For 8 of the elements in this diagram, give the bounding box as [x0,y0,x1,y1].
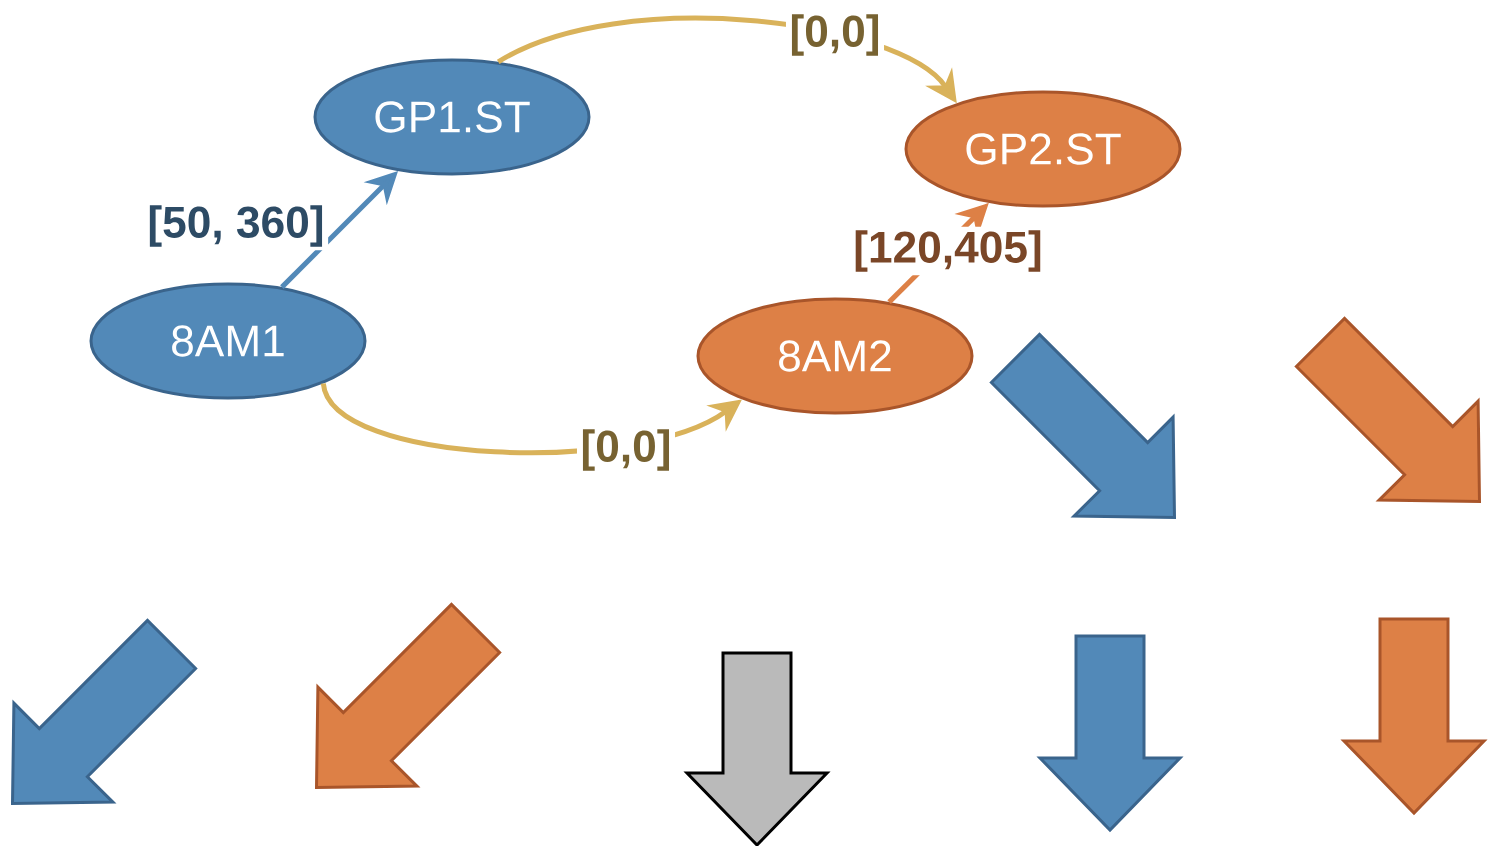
edge-label: [120,405] [849,226,1047,276]
edge-label: [50, 360] [143,201,329,251]
ellipse-node: GP1.ST [313,58,591,176]
ellipse-node: 8AM2 [696,297,974,415]
ellipse-node: GP2.ST [904,90,1182,208]
ellipse-node: 8AM1 [89,282,367,400]
edge-label: [0,0] [576,425,676,475]
edge-label: [0,0] [785,10,885,60]
